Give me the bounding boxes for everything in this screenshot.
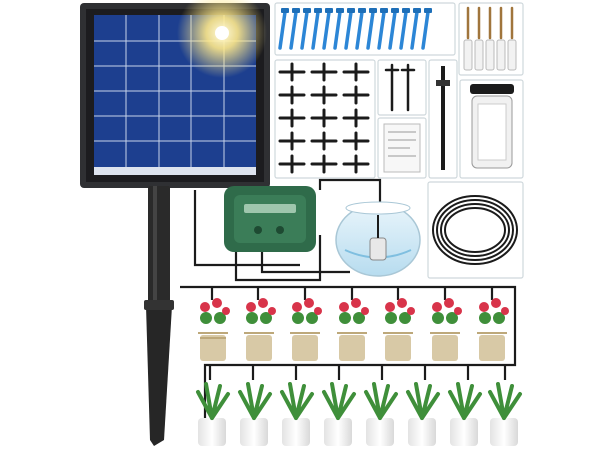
solar-cell-grid <box>94 15 256 167</box>
plant-pot <box>280 382 314 446</box>
flower-pot <box>198 298 230 361</box>
plant-pot <box>448 382 482 446</box>
instruction-manual-box <box>377 117 427 179</box>
long-stake-icon <box>436 66 450 170</box>
screw-icon <box>466 6 514 40</box>
support-stake-icon <box>384 63 416 112</box>
flower-pot <box>337 298 369 361</box>
tee-connectors-box <box>274 59 376 179</box>
ground-stake <box>144 186 174 446</box>
plant-pot <box>196 382 230 446</box>
plant-pot <box>406 382 440 446</box>
support-stakes-box <box>377 59 427 116</box>
leafy-pots-row <box>196 382 522 446</box>
tee-connector-icon <box>278 62 370 174</box>
tube-coil-icon <box>432 195 518 265</box>
tubing-coil-box <box>427 181 524 279</box>
mode-switch-icon <box>254 226 262 234</box>
tubing-network <box>180 178 517 420</box>
flower-pot <box>477 298 509 361</box>
water-filter-icon <box>470 84 514 169</box>
flower-pot <box>383 298 415 361</box>
drip-stakes-box <box>274 2 456 56</box>
filter-box <box>459 79 524 179</box>
plant-pot <box>488 382 522 446</box>
flower-pot <box>290 298 322 361</box>
power-switch-icon <box>276 226 284 234</box>
water-reservoir <box>335 201 421 277</box>
submersible-pump-icon <box>369 237 387 261</box>
pump-controller <box>224 186 316 252</box>
screws-box <box>458 2 524 76</box>
dripper-stake-box <box>428 59 458 179</box>
flower-pot <box>244 298 276 361</box>
solar-panel <box>80 0 270 188</box>
plant-pot <box>322 382 356 446</box>
flowering-pots-row <box>198 298 509 361</box>
plant-pot <box>238 382 272 446</box>
flower-pot <box>430 298 462 361</box>
drip-stake-icon <box>278 10 430 50</box>
plant-pot <box>364 382 398 446</box>
